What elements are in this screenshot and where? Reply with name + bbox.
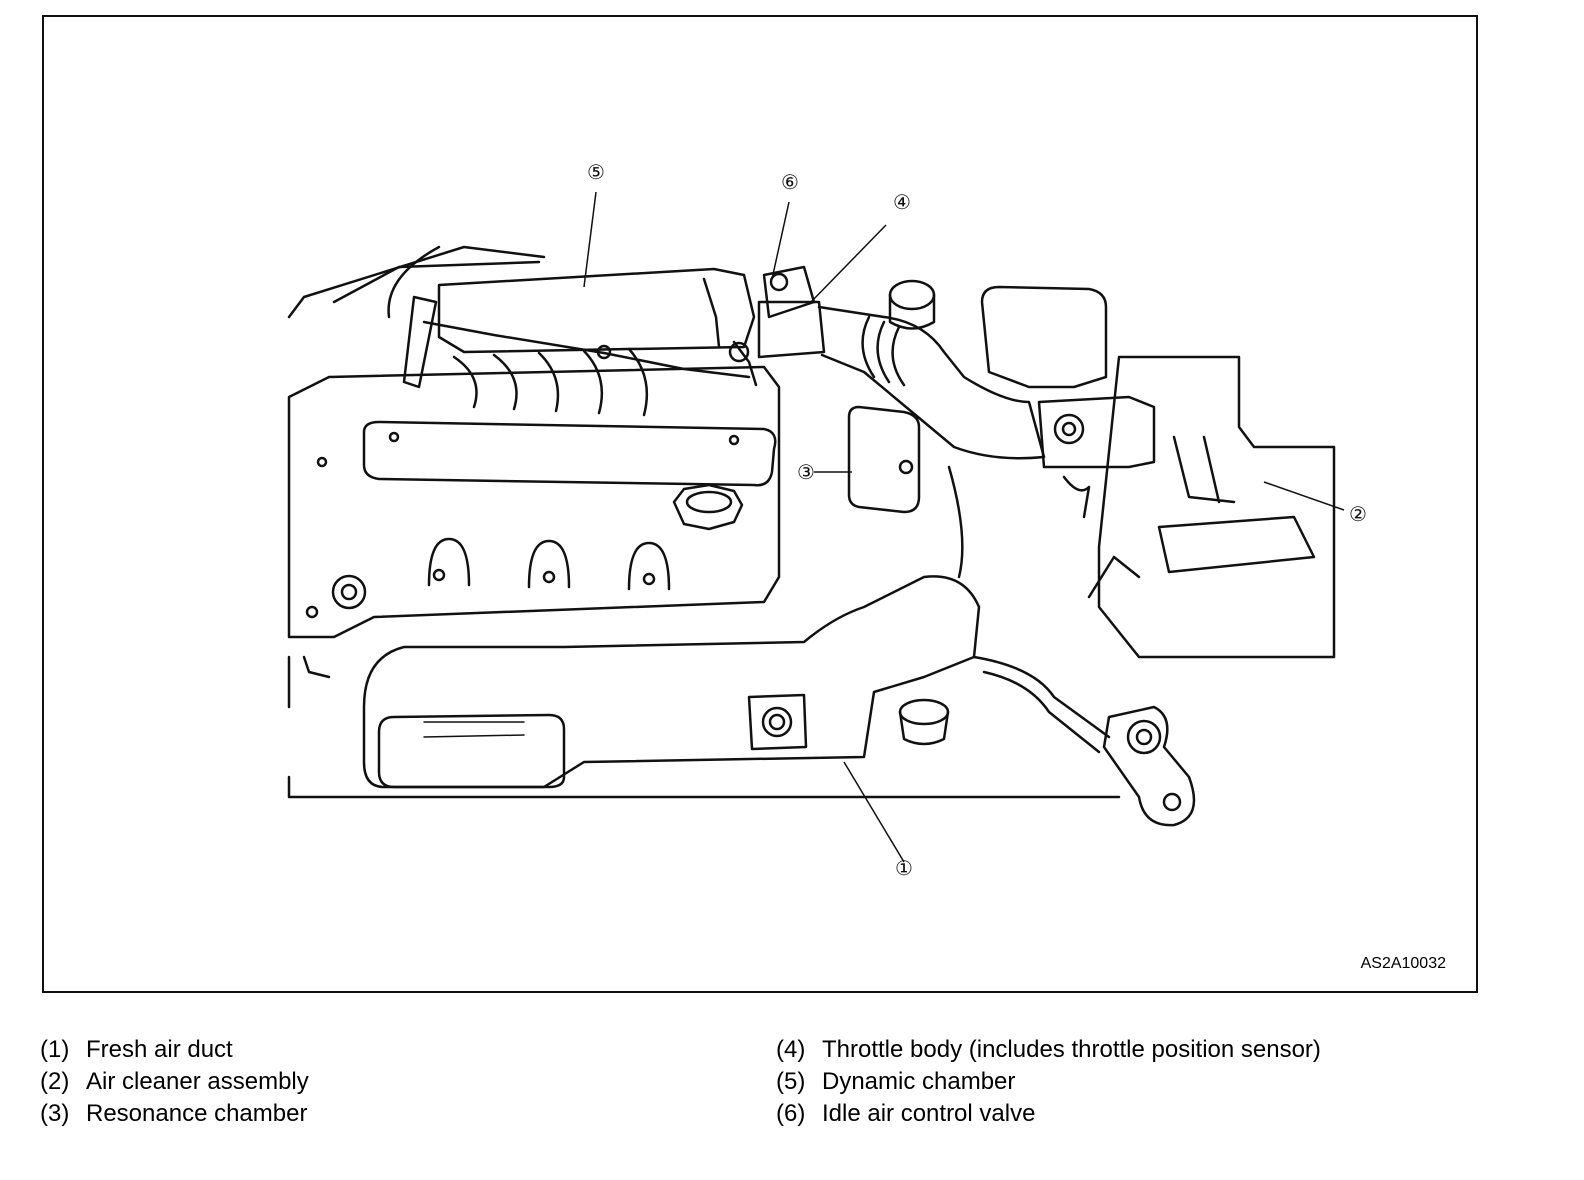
legend-left: (1) Fresh air duct (2) Air cleaner assembl…: [40, 1034, 309, 1130]
callout-6: ⑥: [781, 170, 799, 194]
plug-boss: [627, 541, 671, 591]
throttle-body: [757, 300, 826, 359]
callout-1: ①: [895, 856, 913, 880]
legend-label: Fresh air duct: [86, 1036, 233, 1063]
plug-boss: [427, 537, 471, 587]
hose-lower: [972, 655, 1111, 739]
intake-hose: [817, 305, 1046, 460]
dynamic-chamber: [437, 267, 756, 354]
radiator-cap: [898, 698, 950, 726]
legend-label: Dynamic chamber: [822, 1068, 1016, 1095]
legend-item: (1) Fresh air duct: [40, 1034, 309, 1066]
oil-filler-cap: [672, 483, 744, 531]
legend-item: (6) Idle air control valve: [776, 1098, 1321, 1130]
fresh-air-duct: [362, 575, 981, 789]
cover-bolt: [316, 456, 328, 468]
legend-label: Throttle body (includes throttle positio…: [822, 1036, 1321, 1063]
cam-cover-plate: [362, 420, 777, 487]
legend-right: (4) Throttle body (includes throttle posi…: [776, 1034, 1321, 1130]
mount-bracket: [1102, 705, 1196, 827]
intake-runners: [452, 347, 649, 417]
reservoir-cap: [888, 279, 936, 311]
legend-item: (4) Throttle body (includes throttle posi…: [776, 1034, 1321, 1066]
legend-number: (6): [776, 1100, 806, 1127]
leader-4: [809, 224, 887, 304]
air-cleaner-assembly: [1097, 355, 1336, 659]
lifting-bracket: [331, 574, 367, 610]
plug-boss: [527, 539, 571, 589]
legend-number: (4): [776, 1036, 806, 1063]
intake-hose-ribs: [861, 315, 906, 387]
leader-6: [771, 201, 790, 280]
legend-label: Air cleaner assembly: [86, 1068, 309, 1095]
legend-number: (1): [40, 1036, 70, 1063]
engine-illustration: ① ② ③ ④ ⑤ ⑥: [287, 160, 1367, 880]
leader-5: [583, 191, 597, 288]
diagram-frame: ① ② ③ ④ ⑤ ⑥ AS2A10032: [42, 15, 1478, 993]
legend-item: (3) Resonance chamber: [40, 1098, 309, 1130]
air-cleaner-lid: [1157, 515, 1316, 574]
cylinder-head-cover: [287, 365, 781, 639]
battery-box: [980, 285, 1108, 389]
figure-code: AS2A10032: [1360, 955, 1446, 972]
duct-grommet: [747, 693, 808, 751]
legend-label: Idle air control valve: [822, 1100, 1036, 1127]
leader-2: [1263, 481, 1345, 511]
legend-item: (2) Air cleaner assembly: [40, 1066, 309, 1098]
legend-number: (3): [40, 1100, 70, 1127]
duct-inlet: [377, 713, 566, 789]
cover-bolt: [728, 434, 740, 446]
callout-3: ③: [797, 460, 815, 484]
callout-4: ④: [893, 190, 911, 214]
cowl-top-line: [332, 260, 541, 304]
legend-label: Resonance chamber: [86, 1100, 308, 1127]
legend-number: (2): [40, 1068, 70, 1095]
cover-bolt: [388, 431, 400, 443]
vacuum-hose: [402, 295, 438, 389]
leader-1: [843, 761, 905, 863]
resonance-chamber: [847, 405, 921, 514]
throttle-cable: [422, 320, 751, 379]
callout-5: ⑤: [587, 160, 605, 184]
engine-bay-outline: [287, 245, 1121, 799]
callout-2: ②: [1349, 502, 1367, 526]
iac-valve: [762, 265, 816, 319]
legend-number: (5): [776, 1068, 806, 1095]
tps-sensor: [1037, 395, 1156, 469]
legend-item: (5) Dynamic chamber: [776, 1066, 1321, 1098]
